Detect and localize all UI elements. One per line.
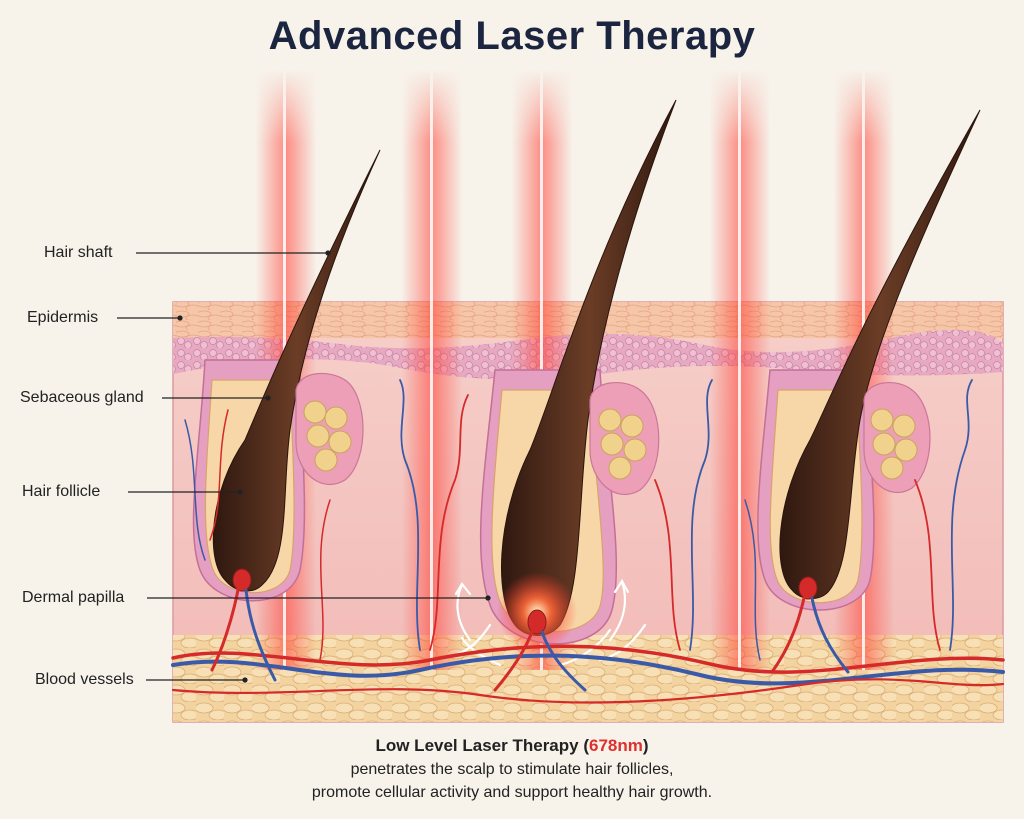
caption-line-2: promote cellular activity and support he… [311,784,713,801]
label-dermal-papilla: Dermal papilla [22,589,125,606]
blood-vessel-icon [171,379,1005,704]
caption-heading-prefix: Low Level Laser Therapy ( [375,736,589,755]
sebaceous-gland-icon [295,372,364,486]
sebaceous-gland-icon [589,382,660,496]
caption-wavelength: 678nm [588,736,643,755]
label-blood-vessels: Blood vessels [35,671,134,688]
label-epidermis: Epidermis [27,309,99,326]
label-leader-lines [117,250,491,683]
hair-follicle-icon [192,149,381,602]
hair-follicle-icon [453,99,677,667]
label-hair-follicle: Hair follicle [22,483,101,500]
label-hair-shaft: Hair shaft [44,244,113,261]
caption-line-1: penetrates the scalp to stimulate hair f… [350,761,674,778]
caption: Low Level Laser Therapy (678nm) penetrat… [0,736,1024,802]
page-title: Advanced Laser Therapy [268,14,756,58]
label-sebaceous-gland: Sebaceous gland [20,389,144,406]
sebaceous-gland-icon [863,382,931,494]
hair-follicle-icon [757,109,981,611]
laser-beam-icon [710,70,770,670]
caption-heading: Low Level Laser Therapy (678nm) [0,736,1024,756]
caption-heading-suffix: ) [642,736,649,755]
laser-beam-icon [402,70,462,670]
